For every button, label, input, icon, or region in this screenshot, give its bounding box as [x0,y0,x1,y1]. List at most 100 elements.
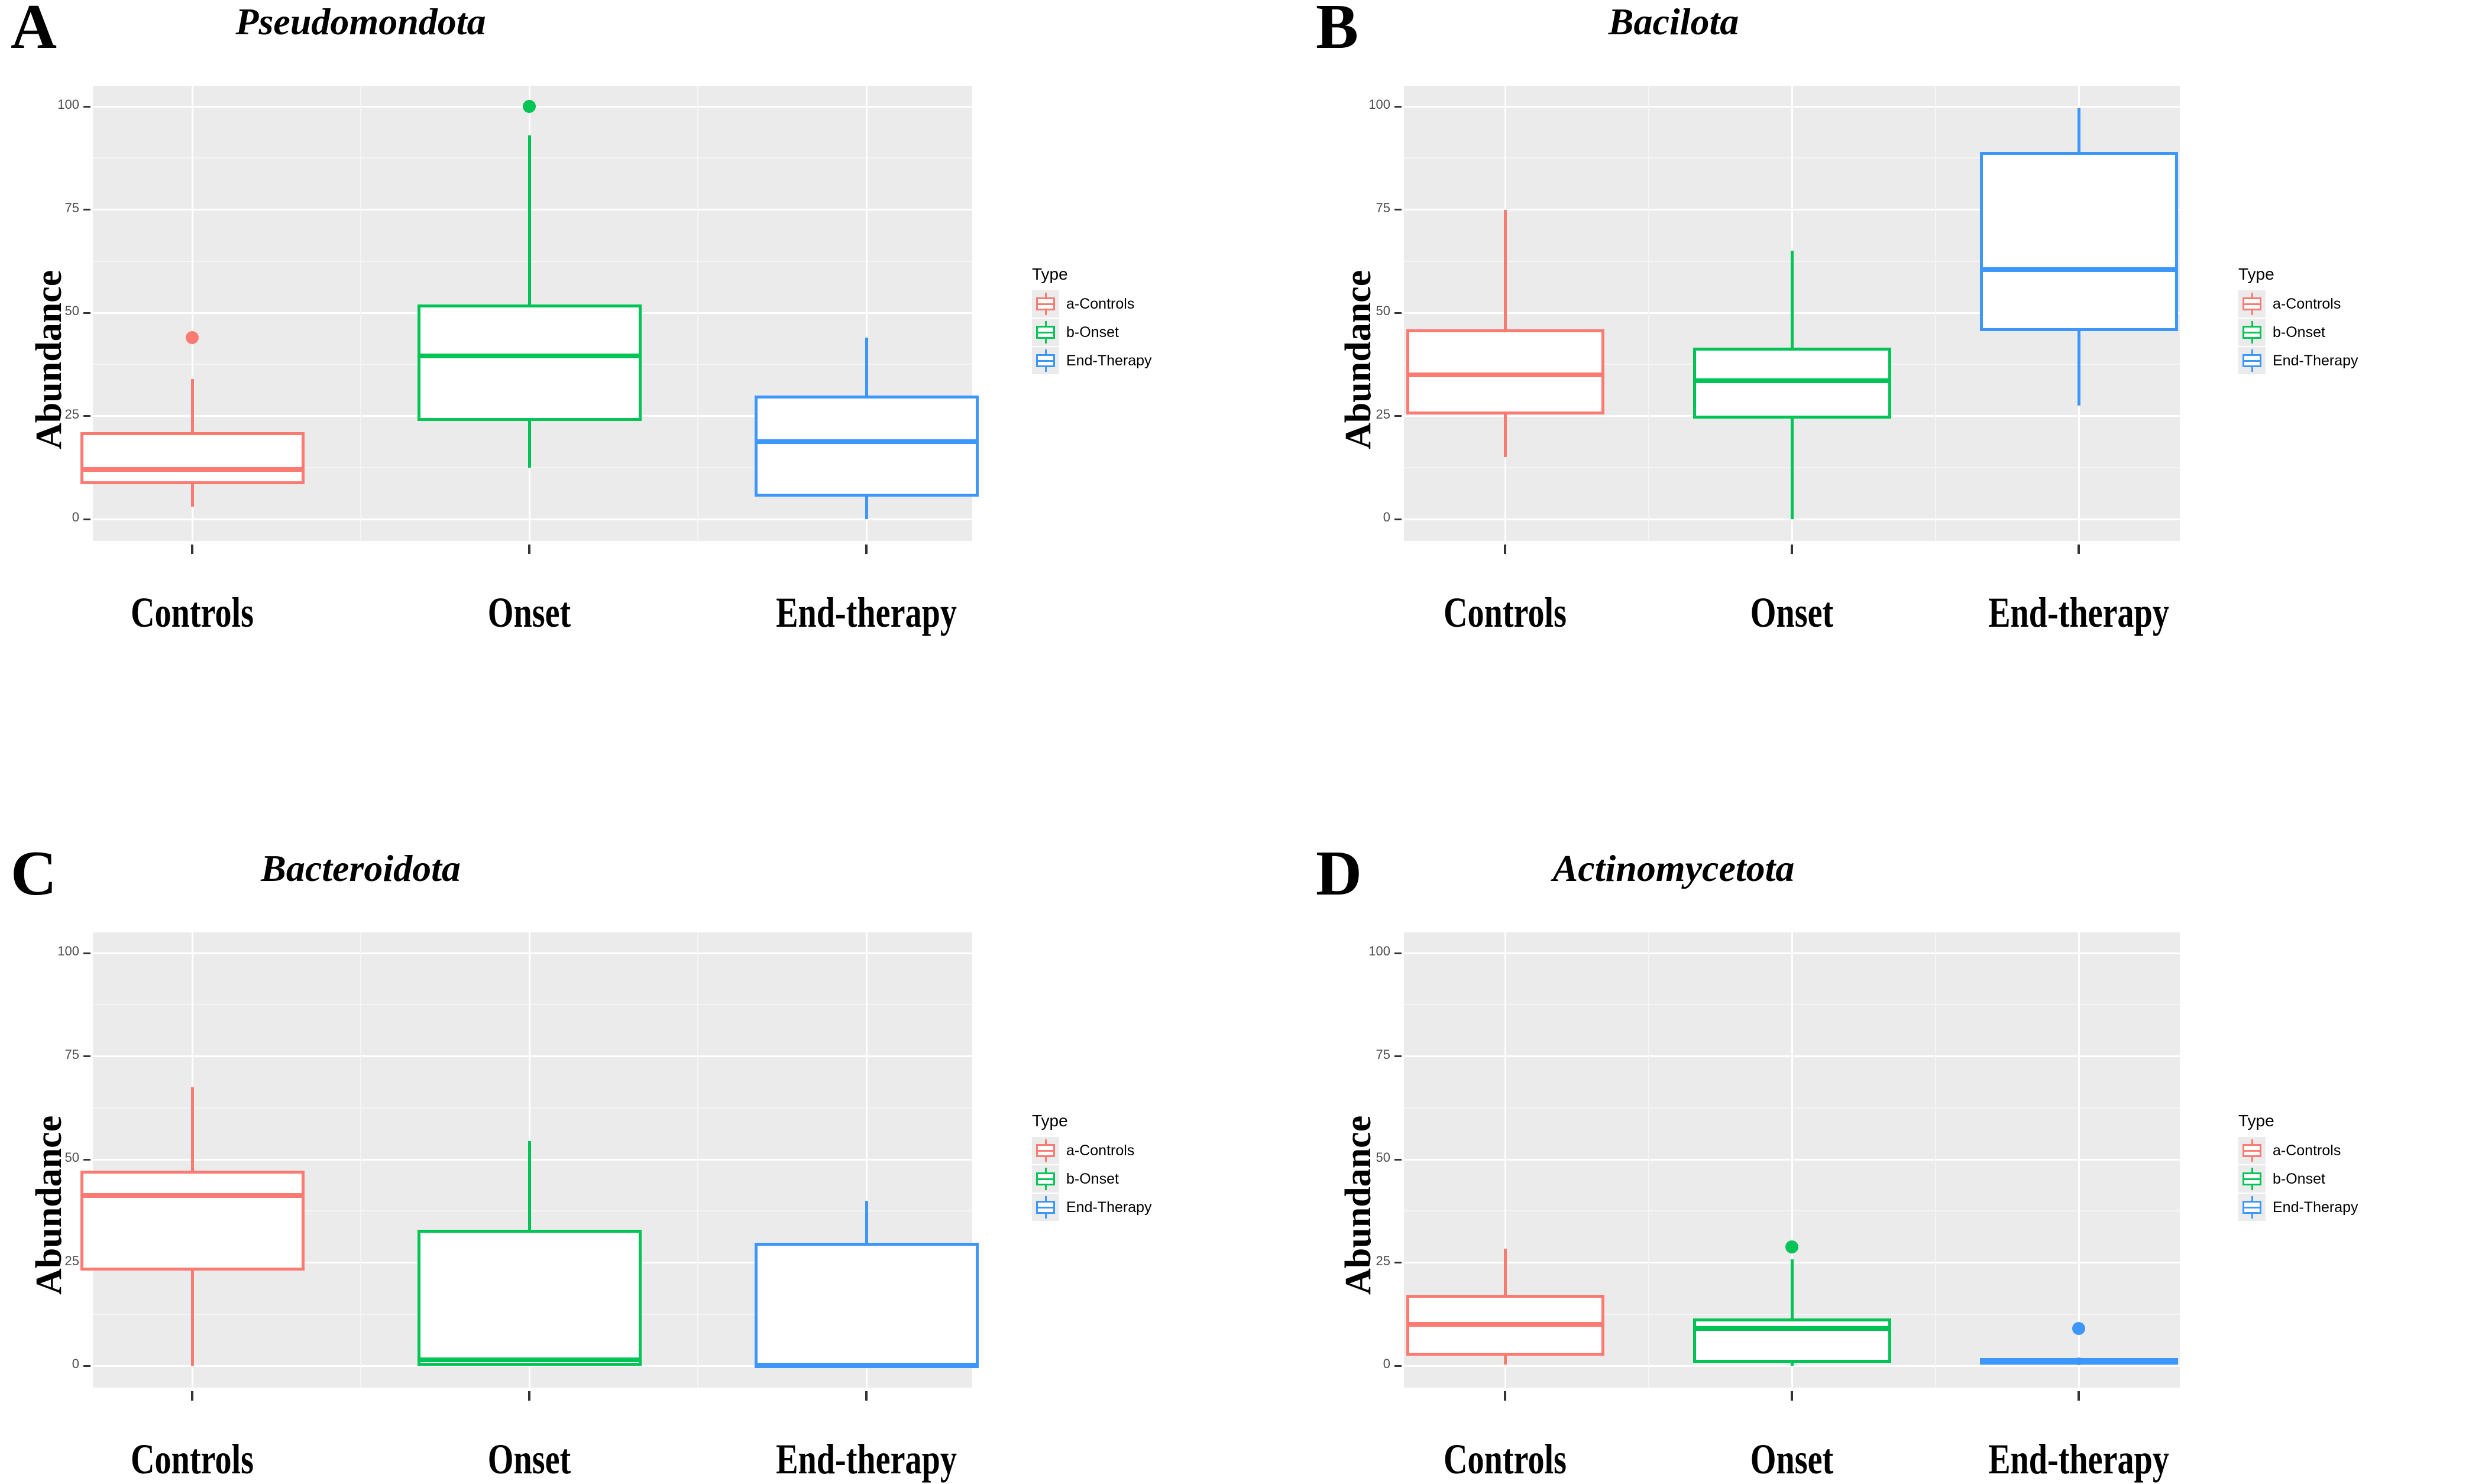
legend-key-2 [1032,1194,1059,1221]
box [1693,1318,1891,1363]
ytick-label: 0 [1383,510,1390,524]
whisker-lower [1790,419,1794,519]
vgridline-major [2077,932,2080,1388]
vgridline-minor [1934,86,1936,541]
legend-label: b-Onset [2273,1170,2325,1187]
ytick-mark [83,312,90,314]
ytick-mark [1394,105,1402,108]
legend-key-whisker-upper [1044,349,1047,355]
xtick-mark [191,545,193,554]
ytick-label: 0 [1383,1356,1390,1371]
vgridline-minor [697,932,698,1388]
legend-key-1 [1032,319,1059,346]
xtick-mark [528,545,530,554]
vgridline-minor [1934,932,1936,1388]
legend-row: a-Controls [2238,290,2358,318]
panel-title: Bacilota [1608,1,1739,43]
xtick-label-2: End-therapy [1988,1436,2169,1483]
panel-title: Pseudomondota [235,1,486,43]
legend-key-whisker-lower [1044,367,1047,372]
ytick-mark [1394,312,1402,314]
panel-letter-A: A [11,0,57,62]
outlier-point [186,331,199,344]
legend-key-whisker-upper [2251,293,2253,298]
legend-key-whisker-lower [2251,310,2253,315]
whisker-upper [865,1200,868,1243]
ytick-mark [1394,209,1402,210]
legend-key-2 [1032,347,1059,374]
legend-key-0 [1032,1137,1059,1164]
ytick-label: 25 [1376,1253,1390,1268]
gridline-minor [93,1004,972,1006]
legend-label: a-Controls [2273,1142,2341,1159]
xtick-mark [191,1391,193,1401]
box [754,395,979,497]
whisker-lower [865,496,868,519]
legend-key-median [2242,1150,2261,1152]
legend-row: b-Onset [1032,318,1152,346]
ytick-label: 75 [1376,1046,1390,1062]
legend-label: End-Therapy [2273,352,2358,369]
whisker-upper [528,1140,531,1230]
median-line [80,467,305,472]
median-line [80,1193,305,1198]
legend-key-1 [2238,319,2266,346]
xtick-label-0: Controls [130,1436,254,1483]
legend-label: b-Onset [1066,1170,1119,1187]
ytick-label: 50 [1376,1150,1390,1165]
whisker-lower [1790,1363,1794,1366]
legend-key-whisker-lower [2251,1185,2253,1190]
legend-key-whisker-upper [1044,1139,1047,1145]
ytick-mark [1394,518,1402,520]
ytick-label: 100 [1368,97,1390,112]
gridline-major [93,1158,972,1161]
legend-key-whisker-lower [2251,338,2253,344]
legend-key-whisker-lower [1044,338,1047,344]
ytick-mark [1394,952,1402,954]
legend-key-median [1036,1150,1055,1152]
legend-key-median [2242,360,2261,362]
xtick-mark [865,1391,868,1401]
xtick-mark [1504,545,1506,554]
legend-key-median [2242,303,2261,305]
ytick-mark [83,105,90,108]
legend-key-median [2242,332,2261,333]
vgridline-minor [1648,932,1649,1388]
ytick-mark [1394,1158,1402,1161]
outlier-point [2072,1322,2085,1336]
whisker-upper [190,378,194,433]
whisker-lower [1503,414,1507,458]
gridline-major [93,209,972,210]
ytick-label: 100 [57,944,79,958]
legend-row: a-Controls [1032,1136,1152,1165]
legend-key-whisker-lower [1044,310,1047,315]
xtick-mark [2077,545,2080,554]
ytick-mark [83,518,90,520]
legend-key-2 [2238,1194,2266,1221]
whisker-lower [2077,331,2080,406]
legend-title: Type [2238,1112,2274,1130]
ytick-label: 75 [64,1046,79,1062]
ytick-label: 50 [64,1150,79,1165]
ytick-mark [1394,1055,1402,1057]
legend-label: b-Onset [2273,323,2325,341]
median-line [1693,1326,1891,1331]
xtick-label-1: Onset [487,589,571,636]
box [80,432,305,484]
median-line [1693,378,1891,384]
box [417,304,642,421]
legend-title: Type [2238,265,2274,283]
legend-label: a-Controls [2273,295,2341,312]
legend-key-whisker-upper [2251,321,2253,326]
legend-title: Type [1032,1112,1068,1130]
legend-key-1 [1032,1165,1059,1193]
legend-label: b-Onset [1066,323,1119,341]
ytick-mark [83,952,90,954]
median-line [1406,372,1604,377]
whisker-upper [1790,1259,1794,1318]
gridline-minor [93,466,972,468]
xtick-mark [528,1391,530,1401]
legend-row: b-Onset [2238,1165,2358,1193]
legend-key-whisker-lower [1044,1156,1047,1162]
